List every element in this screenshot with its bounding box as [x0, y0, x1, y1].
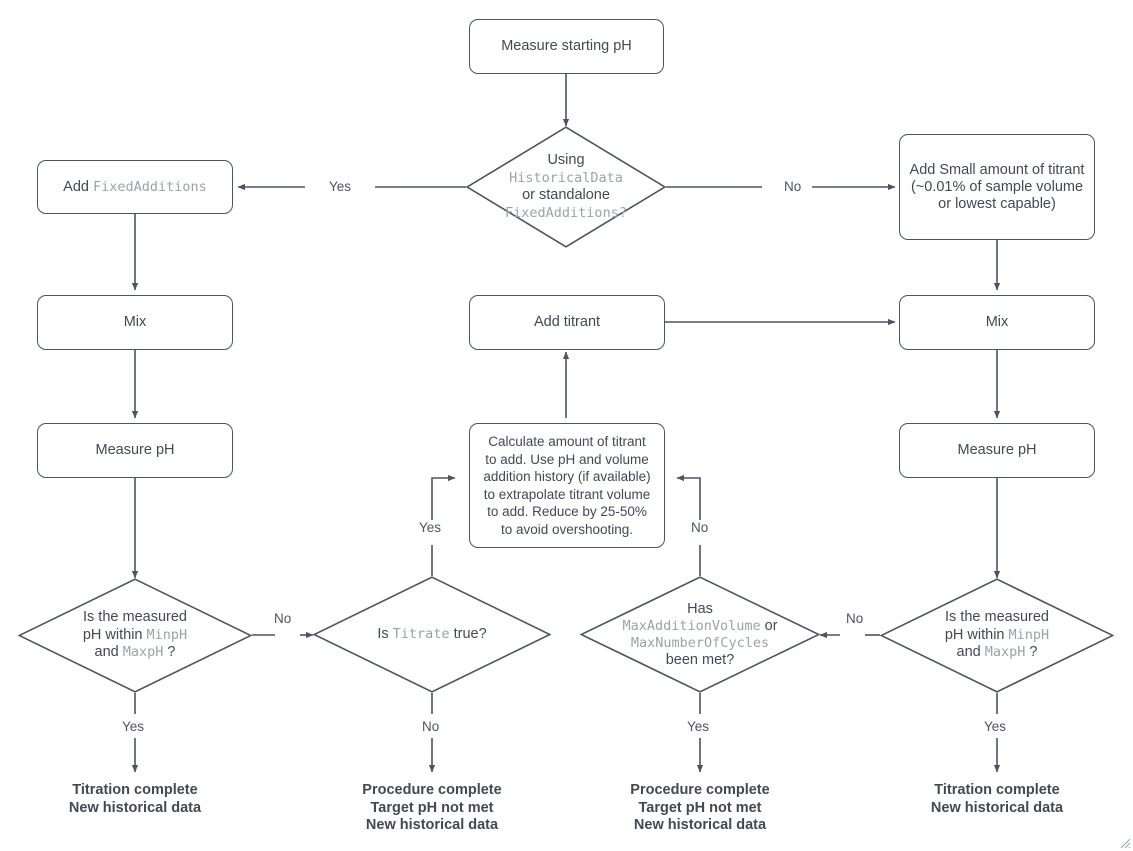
terminal-titrate-no-procedure-complete: Procedure complete Target pH not met New… — [362, 782, 502, 833]
decision-prefix: Is — [377, 625, 393, 642]
node-label: Mix — [123, 314, 147, 330]
node-measure-ph-right[interactable]: Measure pH — [899, 423, 1095, 478]
decision-code-1: MinpH — [1008, 626, 1050, 643]
node-label: Mix — [985, 314, 1009, 330]
decision-max-addition-met[interactable]: Has MaxAdditionVolume or MaxNumberOfCycl… — [580, 576, 820, 693]
decision-line-2: or standalone — [522, 187, 610, 203]
node-label: Add Small amount of titrant (~0.01% of s… — [910, 162, 1085, 213]
edge-label-rightph-no: No — [842, 611, 868, 627]
decision-label: Is Titrate true? — [377, 626, 486, 644]
node-label: Add titrant — [533, 314, 601, 330]
decision-label: Has MaxAdditionVolume or MaxNumberOfCycl… — [622, 601, 777, 669]
decision-label: Is the measured pH within MinpH and Maxp… — [945, 609, 1049, 662]
edge-titrate-yes-b — [431, 474, 456, 520]
decision-line-3: ? — [618, 204, 627, 221]
node-line-2: to add. Use pH and volume — [485, 451, 649, 467]
node-measure-ph-left[interactable]: Measure pH — [37, 423, 233, 478]
diamond-shape — [313, 576, 551, 693]
edge-label-maxmet-no: No — [687, 520, 713, 536]
edge-label-rightph-yes: Yes — [980, 719, 1011, 735]
node-line-3: addition history (if available) — [483, 469, 651, 484]
node-calculate-titrant[interactable]: Calculate amount of titrant to add. Use … — [469, 423, 665, 548]
decision-line-2: pH within — [944, 626, 1009, 643]
node-mix-left[interactable]: Mix — [37, 295, 233, 350]
terminal-maxmet-yes-procedure-complete: Procedure complete Target pH not met New… — [630, 782, 770, 833]
node-line-2: (~0.01% of sample volume — [910, 178, 1084, 195]
decision-is-titrate[interactable]: Is Titrate true? — [313, 576, 551, 693]
node-line-3: or lowest capable) — [938, 195, 1056, 212]
decision-ph-within-right[interactable]: Is the measured pH within MinpH and Maxp… — [880, 578, 1114, 693]
decision-suffix: true? — [449, 625, 487, 642]
edge-label-maxmet-yes: Yes — [683, 719, 714, 735]
decision-code-2: MaxpH — [122, 644, 164, 661]
diamond-shape — [18, 578, 252, 693]
diamond-shape — [580, 576, 820, 693]
edge-label-using-yes: Yes — [325, 179, 356, 195]
decision-line-1: Has — [687, 600, 713, 617]
edge-label-titrate-yes: Yes — [415, 520, 446, 536]
decision-using-historical-data[interactable]: Using HistoricalData or standalone Fixed… — [466, 126, 666, 248]
resize-handle-icon[interactable] — [1117, 835, 1131, 849]
decision-code-1: MaxAdditionVolume — [622, 617, 761, 634]
diamond-shape — [880, 578, 1114, 693]
terminal-left-titration-complete: Titration complete New historical data — [68, 782, 202, 816]
edge-label-leftph-yes: Yes — [118, 719, 149, 735]
decision-code-2: MaxNumberOfCycles — [630, 634, 770, 651]
decision-label: Is the measured pH within MinpH and Maxp… — [83, 609, 187, 662]
decision-line-4: ? — [163, 644, 176, 661]
decision-line-1: Using — [547, 152, 585, 168]
decision-line-1: Is the measured — [83, 609, 187, 626]
node-line-4: to extrapolate titrant volume — [483, 486, 651, 502]
terminal-right-titration-complete: Titration complete New historical data — [930, 782, 1064, 816]
edge-label-using-no: No — [780, 179, 806, 195]
decision-line-4: ? — [1025, 644, 1038, 661]
node-label: Measure pH — [957, 442, 1037, 458]
node-measure-starting-ph[interactable]: Measure starting pH — [469, 19, 664, 74]
node-line-5: to add. Reduce by 25-50% — [487, 504, 647, 519]
decision-ph-within-left[interactable]: Is the measured pH within MinpH and Maxp… — [18, 578, 252, 693]
diamond-shape — [466, 126, 666, 248]
decision-line-3: and — [956, 644, 985, 661]
node-add-titrant[interactable]: Add titrant — [469, 295, 665, 350]
edge-label-leftph-no: No — [270, 611, 296, 627]
decision-line-2: or — [760, 617, 778, 634]
decision-code-1: MinpH — [146, 626, 188, 643]
decision-line-3: and — [94, 644, 123, 661]
decision-code: Titrate — [392, 625, 450, 642]
node-add-small-titrant[interactable]: Add Small amount of titrant (~0.01% of s… — [899, 134, 1095, 240]
node-mix-right[interactable]: Mix — [899, 295, 1095, 350]
edge-maxmet-no-b — [676, 474, 701, 520]
node-line-6: to avoid overshooting. — [500, 521, 634, 537]
decision-code-2: MaxpH — [984, 644, 1026, 661]
node-add-fixed-additions[interactable]: Add FixedAdditions — [37, 160, 233, 214]
node-line-1: Calculate amount of titrant — [488, 434, 646, 449]
node-label: Measure pH — [95, 442, 175, 458]
node-label: Add FixedAdditions — [63, 179, 207, 196]
edge-label-titrate-no: No — [418, 719, 444, 735]
node-label: Measure starting pH — [501, 38, 632, 54]
node-label-code: FixedAdditions — [93, 178, 207, 195]
decision-code-1: HistoricalData — [509, 169, 623, 186]
node-line-1: Add Small amount of titrant — [909, 161, 1085, 178]
decision-label: Using HistoricalData or standalone Fixed… — [505, 152, 627, 222]
decision-line-2: pH within — [82, 626, 147, 643]
decision-line-1: Is the measured — [945, 609, 1049, 626]
decision-line-4: been met? — [665, 651, 735, 668]
node-label: Calculate amount of titrant to add. Use … — [483, 433, 650, 538]
node-label-prefix: Add — [63, 178, 94, 195]
decision-code-2: FixedAdditions — [505, 204, 619, 221]
